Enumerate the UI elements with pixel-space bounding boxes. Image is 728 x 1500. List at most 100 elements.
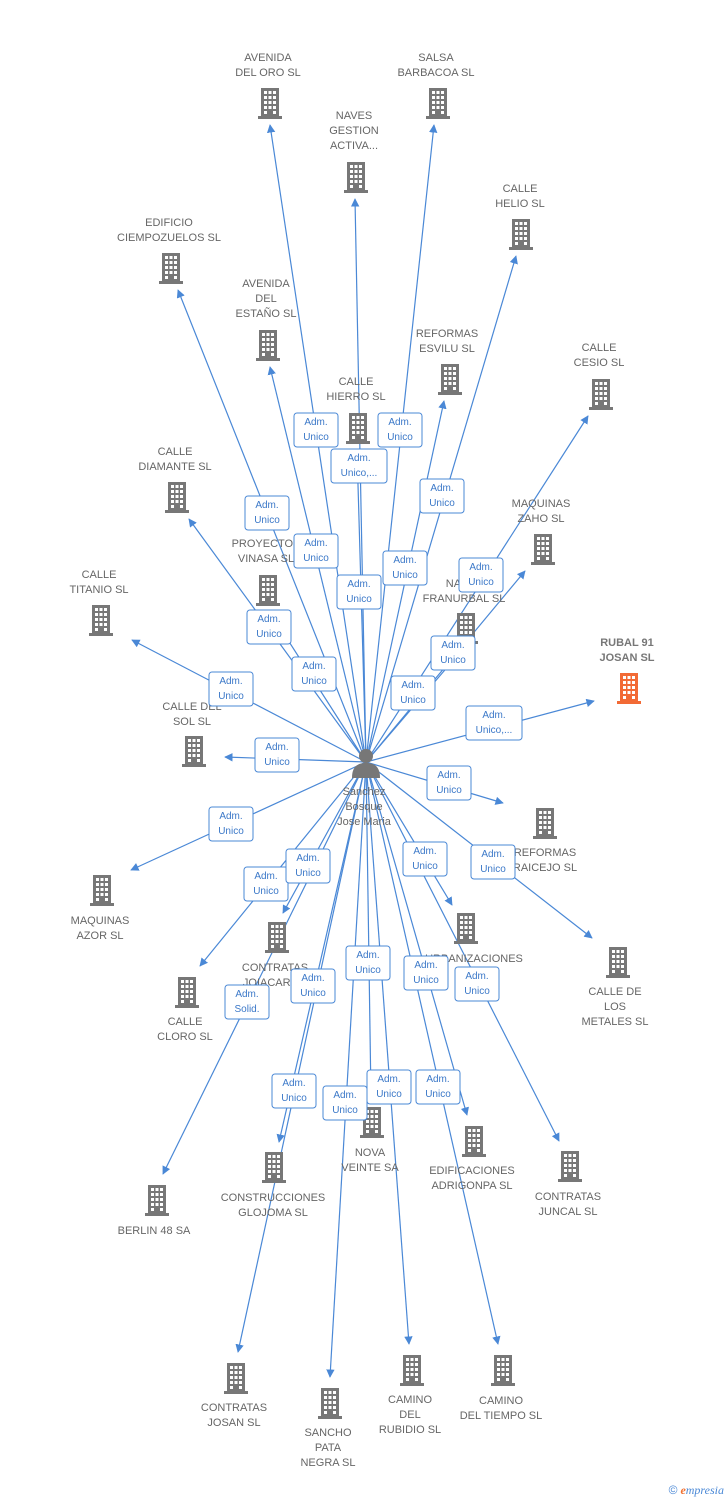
center-name-line-2: Bosque bbox=[345, 801, 382, 813]
edge-label-line-1: Adm. bbox=[356, 950, 379, 961]
brand-name-rest: mpresia bbox=[685, 1483, 724, 1497]
edge-label-line-1: Adm. bbox=[304, 538, 327, 549]
edge-label-line-1: Adm. bbox=[219, 811, 242, 822]
building-icon bbox=[346, 413, 370, 444]
building-icon bbox=[165, 482, 189, 513]
edge-label-line-2: Unico bbox=[429, 498, 455, 509]
company-node-naves-gestion[interactable]: NAVESGESTIONACTIVA... bbox=[329, 110, 379, 193]
company-name-line: DIAMANTE SL bbox=[138, 461, 211, 473]
edge-label-calle-titanio: Adm.Unico bbox=[208, 671, 254, 707]
company-node-berlin-48[interactable]: BERLIN 48 SA bbox=[118, 1185, 191, 1237]
company-name-line: PROYECTOS bbox=[232, 538, 301, 550]
edge-label-line-2: Unico bbox=[464, 986, 490, 997]
edge-label-line-2: Unico bbox=[376, 1089, 402, 1100]
company-name-line: CALLE bbox=[582, 342, 617, 354]
edge-calle-cloro bbox=[199, 761, 367, 967]
edge-label-line-1: Adm. bbox=[255, 500, 278, 511]
building-icon bbox=[426, 88, 450, 119]
company-node-camino-del-rubidio[interactable]: CAMINO DEL RUBIDIO SL bbox=[379, 1355, 441, 1436]
center-name-line-3: Jose Maria bbox=[337, 816, 392, 828]
company-name-line: ACTIVA... bbox=[330, 140, 378, 152]
edge-label-line-2: Unico bbox=[295, 868, 321, 879]
company-name-line: AVENIDA bbox=[244, 52, 292, 64]
edge-label-calle-de-los-metales: Adm.Unico bbox=[470, 844, 516, 880]
company-name-line: EDIFICIO bbox=[145, 217, 193, 229]
center-person-node[interactable]: Sanchez Bosque Jose Maria bbox=[337, 749, 392, 828]
company-name-line: MAQUINAS bbox=[512, 498, 571, 510]
edge-label-line-2: Unico bbox=[301, 676, 327, 687]
company-name-line: NOVA bbox=[355, 1147, 386, 1159]
company-name-line: CONSTRUCCIONES bbox=[221, 1192, 326, 1204]
edge-label-line-1: Adm. bbox=[377, 1074, 400, 1085]
company-node-calle-titanio[interactable]: CALLE TITANIO SL bbox=[69, 569, 129, 636]
building-icon bbox=[400, 1355, 424, 1386]
company-name-line: NAVES bbox=[336, 110, 372, 122]
building-icon bbox=[344, 162, 368, 193]
company-name-line: DEL TIEMPO SL bbox=[460, 1410, 543, 1422]
edge-label-proyectos-vinasa: Adm.Unico bbox=[291, 656, 337, 692]
edge-label-camino-del-rubidio: Adm. Unico bbox=[366, 1069, 412, 1105]
company-name-line: GLOJOMA SL bbox=[238, 1207, 308, 1219]
edge-label-line-2: Unico,... bbox=[341, 468, 378, 479]
edge-label-line-2: Unico bbox=[281, 1093, 307, 1104]
edge-label-line-1: Adm. bbox=[333, 1090, 356, 1101]
edge-contratas-josan bbox=[235, 761, 367, 1353]
company-name-line: RUBIDIO SL bbox=[379, 1424, 441, 1436]
company-name-line: CALLE bbox=[82, 569, 117, 581]
edge-label-line-1: Adm. bbox=[441, 640, 464, 651]
company-name-line: SALSA bbox=[418, 52, 454, 64]
edge-berlin-48 bbox=[162, 761, 367, 1175]
company-name-line: TITANIO SL bbox=[69, 584, 128, 596]
edge-label-line-1: Adm. bbox=[296, 853, 319, 864]
edge-camino-del-rubidio bbox=[365, 761, 413, 1345]
company-name-line: CALLE DE bbox=[588, 986, 641, 998]
company-node-camino-del-tiempo[interactable]: CAMINO DEL TIEMPO SL bbox=[460, 1355, 543, 1422]
company-name-line: MAQUINAS bbox=[71, 915, 130, 927]
edge-label-contratas-joiacar: Adm.Unico bbox=[243, 866, 289, 902]
edge-label-line-1: Adm. bbox=[437, 770, 460, 781]
edge-label-line-2: Unico bbox=[264, 757, 290, 768]
edge-label-line-2: Unico bbox=[256, 629, 282, 640]
company-name-line: CONTRATAS bbox=[535, 1191, 601, 1203]
edge-label-line-2: Unico bbox=[218, 691, 244, 702]
company-name-line: LOS bbox=[604, 1001, 626, 1013]
company-name-line: CAMINO bbox=[388, 1394, 432, 1406]
edge-camino-del-tiempo bbox=[365, 761, 501, 1345]
edge-label-maquinas-azor: Adm.Unico bbox=[208, 806, 254, 842]
edge-label-contratas-juncal: Adm.Unico bbox=[454, 966, 500, 1002]
building-icon bbox=[454, 913, 478, 944]
company-name-line: DEL bbox=[399, 1409, 420, 1421]
edge-label-line-1: Adm. bbox=[388, 417, 411, 428]
company-node-construcciones-glojoma[interactable]: CONSTRUCCIONES GLOJOMA SL bbox=[221, 1152, 326, 1219]
building-icon bbox=[90, 875, 114, 906]
company-name-line: PATA bbox=[315, 1442, 342, 1454]
edge-label-line-2: Unico bbox=[303, 553, 329, 564]
edge-label-reformas-raicejo: Adm.Unico bbox=[426, 765, 472, 801]
company-name-line: FRANURBAL SL bbox=[423, 593, 506, 605]
edge-label-line-1: Adm. bbox=[393, 555, 416, 566]
company-name-line: RUBAL 91 bbox=[600, 637, 654, 649]
company-name-line: CAMINO bbox=[479, 1395, 523, 1407]
